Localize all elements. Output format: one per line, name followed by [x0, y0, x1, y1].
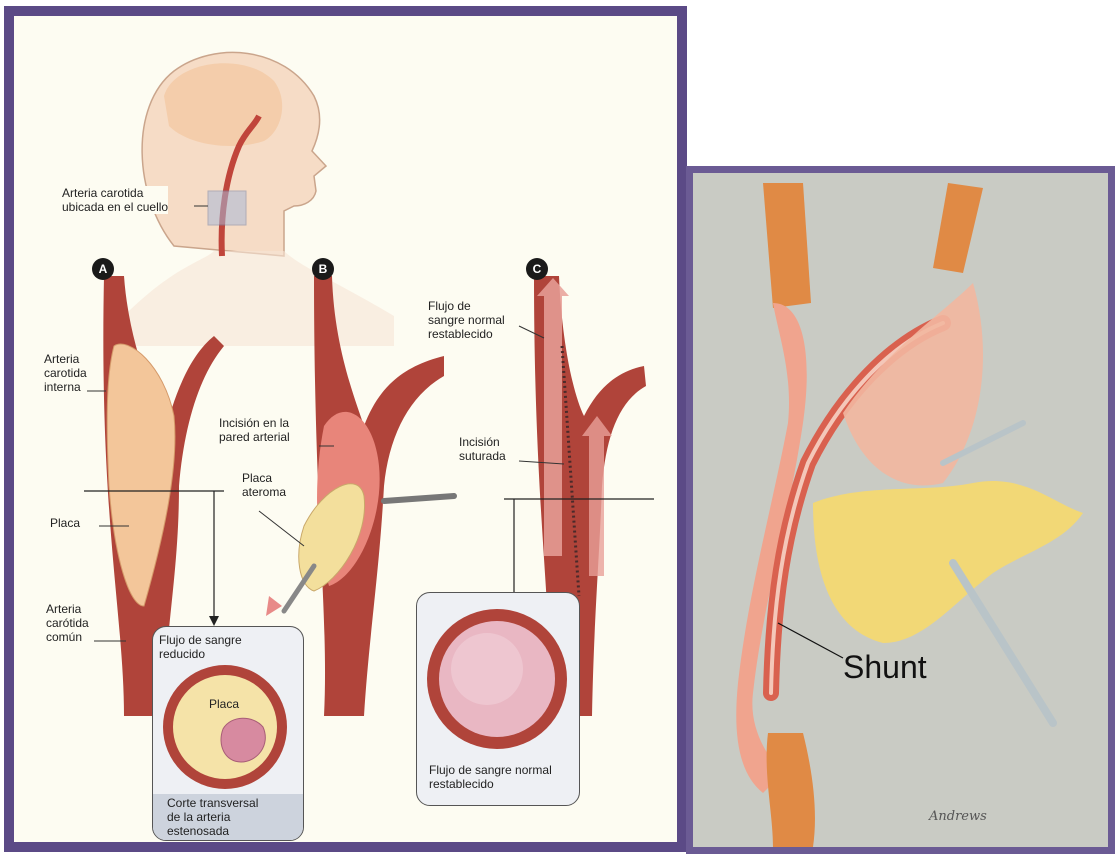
right-illustration-panel: Shunt Andrews — [686, 166, 1115, 854]
carotid-location-box — [208, 191, 246, 225]
label-common-carotid: Arteria carótida común — [46, 602, 89, 644]
upper-vessel-right — [933, 183, 983, 273]
artist-signature: Andrews — [929, 809, 987, 824]
step-c-badge: C — [526, 258, 548, 280]
left-illustration-panel: A B C Arteria carotida ubicada en el cue… — [4, 6, 687, 852]
inset-cross-section-restored: Flujo de sangre normal restablecido — [416, 592, 580, 806]
label-incision: Incisión en la pared arterial — [219, 416, 290, 444]
upper-vessel-left — [763, 183, 811, 308]
forceps-b — [384, 496, 454, 501]
shunt-pointer-line — [778, 623, 843, 658]
inset-a-footer: Corte transversal de la arteria estenosa… — [153, 794, 303, 840]
shunt-illustration — [693, 173, 1108, 847]
brain-shape — [164, 63, 282, 146]
label-plaque-a: Placa — [50, 516, 80, 530]
label-internal-carotid: Arteria carotida interna — [44, 352, 87, 394]
instrument-clamp — [953, 563, 1053, 723]
inset-c-caption: Flujo de sangre normal restablecido — [429, 763, 552, 791]
inset-a-plaque-label: Placa — [209, 697, 239, 711]
fatty-tissue — [813, 481, 1083, 643]
inset-a-footer-text: Corte transversal de la arteria estenosa… — [167, 796, 258, 838]
label-carotid-location: Arteria carotida ubicada en el cuello — [62, 186, 168, 214]
label-normal-flow-c: Flujo de sangre normal restablecido — [428, 299, 505, 341]
lower-vessel — [767, 733, 815, 847]
shunt-label: Shunt — [843, 649, 927, 686]
inset-cross-section-stenosed: Flujo de sangre reducido Placa Corte tra… — [152, 626, 304, 841]
step-b-badge: B — [312, 258, 334, 280]
shoulders — [124, 251, 394, 346]
step-a-badge: A — [92, 258, 114, 280]
main-vessel — [736, 303, 806, 793]
label-sutured-incision: Incisión suturada — [459, 435, 506, 463]
label-atheroma: Placa ateroma — [242, 471, 286, 499]
